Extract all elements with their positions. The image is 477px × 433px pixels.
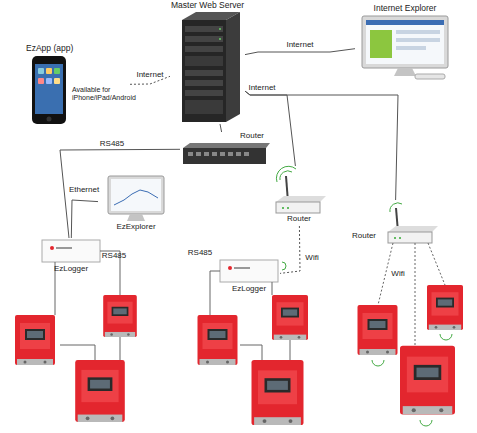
edge-label: Ethernet (69, 186, 99, 194)
link-label: RS485 (102, 252, 126, 260)
inverter (358, 305, 398, 355)
node-title: Router (352, 232, 386, 241)
router-node: Router (180, 132, 270, 166)
link-label: RS485 (188, 249, 212, 257)
node-title: EzApp (app) (26, 44, 96, 53)
wired-connector (60, 149, 180, 238)
edge-label: Wifi (305, 254, 318, 262)
inverter (272, 295, 308, 340)
wireless-connector (280, 226, 300, 273)
wired-connector (245, 91, 398, 200)
edge-label: Internet (248, 84, 275, 92)
inverter (75, 360, 125, 422)
phone (32, 56, 66, 124)
logger-box (220, 260, 286, 282)
wire (55, 251, 290, 360)
inverter (103, 295, 137, 337)
node-title: EzLogger (218, 285, 280, 294)
node-title: Internet Explorer (355, 4, 455, 13)
switch (183, 143, 270, 164)
server-node: Master Web Server (170, 0, 245, 124)
wifi-symbol (372, 334, 452, 426)
node-title: Router (268, 215, 330, 224)
wired-connector (220, 124, 222, 132)
wired-connector (245, 49, 355, 55)
node-title: EzLogger (40, 265, 102, 274)
monitor (108, 176, 164, 221)
logger-node: EzLogger (40, 238, 102, 276)
logger-node: EzLogger (218, 258, 280, 296)
router-node: Router (352, 200, 438, 248)
logger-box (42, 240, 100, 262)
edge-label: RS485 (100, 140, 124, 148)
node-note: Available for iPhone/iPad/Android (72, 86, 130, 101)
wired-connector (245, 91, 295, 166)
edge-label: Internet (136, 71, 163, 79)
inverter (400, 346, 455, 415)
link-label: Wifi (391, 270, 404, 278)
computer-node: EzExplorer (98, 174, 174, 234)
edge-label: Internet (286, 41, 313, 49)
wifi-router (388, 203, 438, 243)
node-title: Router (240, 132, 270, 141)
inverter (427, 285, 463, 330)
app-node: EzApp (app) Available for iPhone/iPad/And… (12, 42, 130, 128)
wired-connector (71, 200, 98, 238)
router-node: Router (268, 166, 330, 226)
inverter (15, 315, 55, 365)
inverter (198, 315, 238, 365)
node-title: Master Web Server (170, 1, 245, 10)
inverter (252, 360, 304, 425)
node-title: EzExplorer (98, 223, 174, 232)
wifi-router (276, 166, 326, 213)
browser-node: Internet Explorer (355, 2, 455, 82)
monitor (362, 16, 448, 79)
server-rack (182, 12, 240, 122)
